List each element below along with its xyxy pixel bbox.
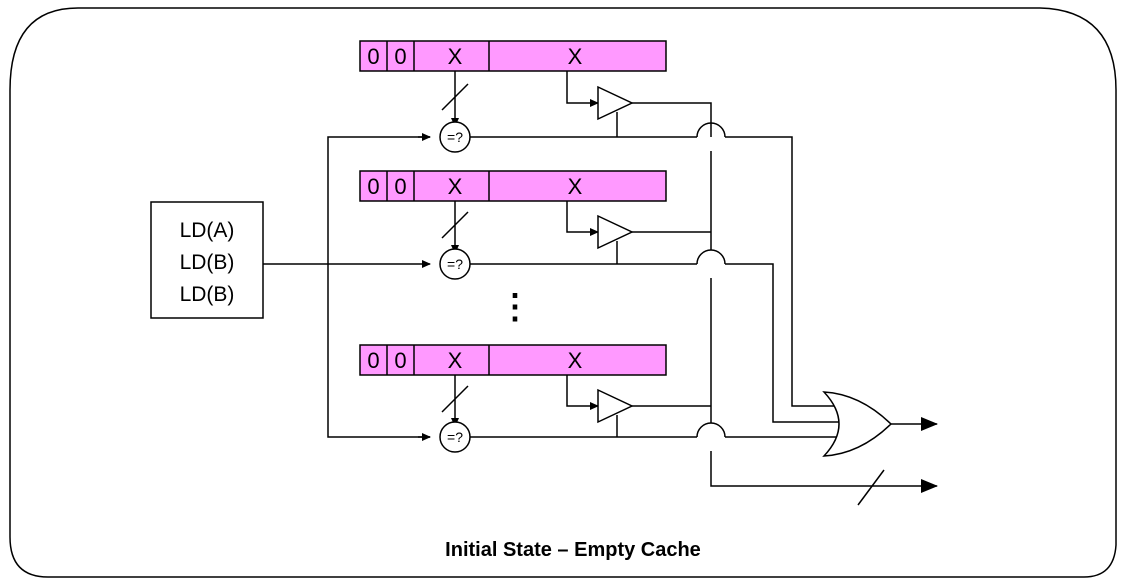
svg-text:=?: =? <box>447 429 463 445</box>
comparator: =? <box>439 248 471 280</box>
valid-bit: 0 <box>367 348 379 373</box>
line-wires <box>441 71 840 407</box>
tristate-buffer <box>597 85 634 121</box>
dirty-bit: 0 <box>394 348 406 373</box>
data-field: X <box>568 348 583 373</box>
cache-line: 0 0 X X <box>359 344 667 376</box>
cache-line: 0 0 X X <box>359 170 667 202</box>
line-wires <box>441 201 848 423</box>
more-lines-ellipsis: ⋮ <box>498 288 532 326</box>
tag-field: X <box>448 348 463 373</box>
tristate-buffer <box>597 388 634 424</box>
tristate-buffer <box>597 214 634 250</box>
tag-field: X <box>448 44 463 69</box>
dirty-bit: 0 <box>394 174 406 199</box>
data-bus <box>710 151 938 506</box>
data-field: X <box>568 44 583 69</box>
svg-text:=?: =? <box>447 256 463 272</box>
address-bus <box>263 133 431 441</box>
diagram-caption: Initial State – Empty Cache <box>445 539 701 561</box>
or-gate <box>822 391 938 457</box>
request-item: LD(B) <box>180 251 235 274</box>
valid-bit: 0 <box>367 44 379 69</box>
request-item: LD(A) <box>180 219 235 242</box>
comparator: =? <box>439 421 471 453</box>
dirty-bit: 0 <box>394 44 406 69</box>
data-field: X <box>568 174 583 199</box>
line-wires <box>441 375 852 438</box>
cache-line: 0 0 X X <box>359 40 667 72</box>
valid-bit: 0 <box>367 174 379 199</box>
comparator: =? <box>439 121 471 153</box>
tag-field: X <box>448 174 463 199</box>
request-queue: LD(A) LD(B) LD(B) <box>150 201 264 319</box>
request-item: LD(B) <box>180 283 235 306</box>
svg-text:=?: =? <box>447 129 463 145</box>
outer-frame <box>9 7 1117 578</box>
